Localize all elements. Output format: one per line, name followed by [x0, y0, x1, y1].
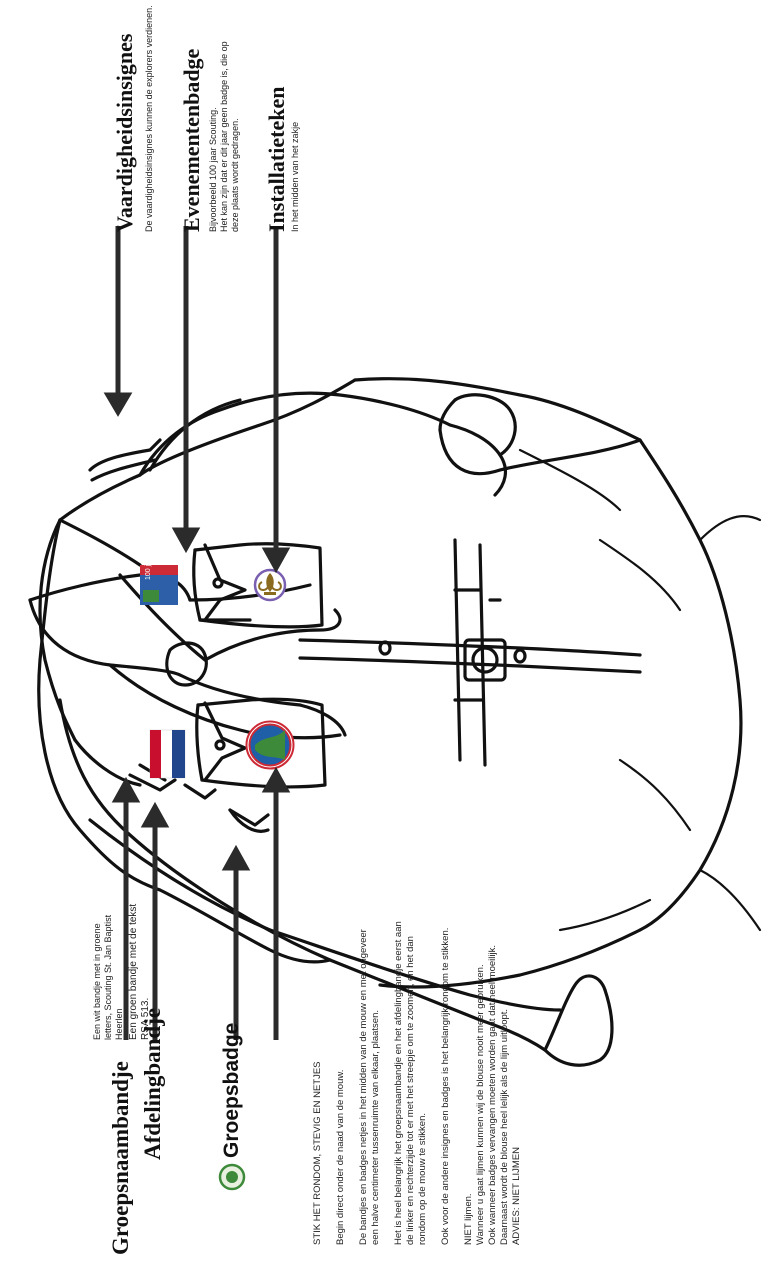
arrow-head — [261, 547, 291, 574]
groepsbadge-icon — [218, 1163, 246, 1191]
shirt-body-outline — [37, 377, 743, 989]
arrow-head — [261, 766, 291, 793]
label-installatie-desc: In het midden van het zakje — [290, 121, 300, 232]
label-evenementen-desc: Bijvoorbeeld 100 jaar Scouting. Het kan … — [208, 41, 240, 232]
event-badge-text: 100 jaar Scouting — [145, 525, 152, 580]
arrow-head — [111, 776, 141, 803]
arrow-head — [140, 801, 170, 828]
event-badge: 100 jaar Scouting — [140, 525, 178, 605]
arrow-head — [171, 527, 201, 554]
label-groepsnaam-title: Groepsnaambandje — [108, 1061, 133, 1255]
arrow-head — [221, 844, 251, 871]
epaulettes — [88, 438, 270, 833]
label-evenementen-title: Evenementenbadge — [179, 48, 204, 232]
neckerchief — [28, 572, 347, 740]
shirt-button — [378, 640, 392, 656]
label-afdeling-title: Afdelingbandje — [140, 1007, 165, 1160]
label-groepsnaam-desc: Een wit bandje met in groene letters, Sc… — [92, 914, 124, 1040]
label-groepsbadge-title: Groepsbadge — [220, 1022, 243, 1158]
collar — [38, 518, 142, 787]
arrow-head — [103, 392, 133, 417]
fold-lines — [518, 448, 762, 932]
upper-pocket — [192, 542, 324, 629]
instructions-heading: STIK HET RONDOM, STEVIG EN NETJES — [312, 1061, 323, 1245]
instructions-block: STIK HET RONDOM, STEVIG EN NETJES Begin … — [312, 915, 523, 1245]
shirt-button — [513, 648, 527, 664]
label-vaardigheid-desc: De vaardigheidsinsignes kunnen de explor… — [144, 5, 154, 232]
label-installatie-title: Installatieteken — [264, 86, 289, 232]
speltak-badge — [245, 720, 295, 770]
belt — [453, 538, 507, 767]
label-vaardigheid-title: Vaardigheidsinsignes — [112, 33, 137, 232]
lower-pocket — [195, 697, 327, 789]
installatie-badge — [253, 568, 287, 602]
dutch-flag-patch — [149, 729, 186, 779]
lower-sleeve — [58, 698, 614, 1067]
